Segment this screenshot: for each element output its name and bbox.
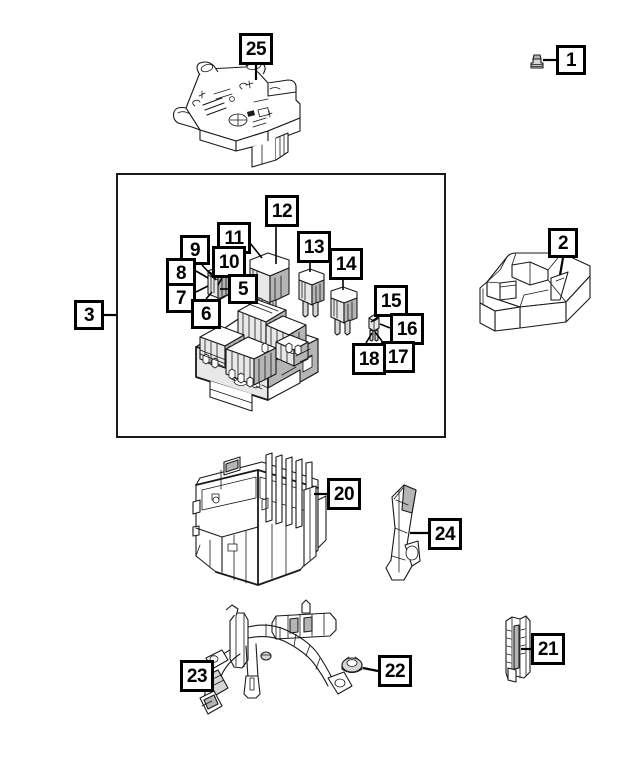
part-pdc-cover-top <box>172 60 301 168</box>
callout-6[interactable]: 6 <box>191 299 221 329</box>
callout-7-label: 7 <box>175 287 187 309</box>
callout-14-label: 14 <box>335 253 357 275</box>
part-screw-bolt <box>530 54 544 69</box>
callout-18[interactable]: 18 <box>352 343 386 375</box>
callout-5-label: 5 <box>237 278 249 300</box>
callout-16-label: 16 <box>396 318 418 340</box>
callout-24-label: 24 <box>434 523 456 545</box>
callout-1[interactable]: 1 <box>556 45 586 75</box>
callout-2-label: 2 <box>557 232 569 254</box>
callout-7[interactable]: 7 <box>166 283 196 313</box>
part-retainer-clip <box>505 615 531 683</box>
part-nut <box>341 656 363 674</box>
callout-5[interactable]: 5 <box>228 274 258 304</box>
callout-22-label: 22 <box>384 660 406 682</box>
callout-2[interactable]: 2 <box>548 228 578 258</box>
callout-21[interactable]: 21 <box>531 633 565 665</box>
callout-11-label: 11 <box>224 227 244 249</box>
callout-17-label: 17 <box>387 346 409 368</box>
part-mounting-bracket <box>385 484 421 581</box>
part-relay-mini-14 <box>330 286 358 336</box>
callout-17[interactable]: 17 <box>381 341 415 373</box>
part-pdc-housing <box>192 452 327 586</box>
callout-13[interactable]: 13 <box>297 231 331 263</box>
callout-25[interactable]: 25 <box>239 33 273 65</box>
callout-12[interactable]: 12 <box>265 195 299 227</box>
callout-9-label: 9 <box>189 239 201 261</box>
callout-24[interactable]: 24 <box>428 518 462 550</box>
callout-6-label: 6 <box>200 303 212 325</box>
callout-10-label: 10 <box>218 251 240 273</box>
part-pdc-cover-side <box>479 252 591 332</box>
callout-20-label: 20 <box>333 483 355 505</box>
part-fuse-block <box>195 299 319 412</box>
callout-20[interactable]: 20 <box>327 478 361 510</box>
callout-18-label: 18 <box>358 348 380 370</box>
callout-21-label: 21 <box>537 638 559 660</box>
callout-23[interactable]: 23 <box>180 660 214 692</box>
callout-3-label: 3 <box>83 304 95 326</box>
callout-14[interactable]: 14 <box>329 248 363 280</box>
callout-1-label: 1 <box>565 49 577 71</box>
callout-23-label: 23 <box>186 665 208 687</box>
part-battery-cable-wiring <box>199 599 353 715</box>
callout-25-label: 25 <box>245 38 267 60</box>
callout-15-label: 15 <box>380 290 402 312</box>
pdc-assembly-group-frame <box>116 173 446 438</box>
callout-8-label: 8 <box>175 262 187 284</box>
callout-22[interactable]: 22 <box>378 655 412 687</box>
callout-3[interactable]: 3 <box>74 300 104 330</box>
callout-13-label: 13 <box>303 236 325 258</box>
leader-lines <box>104 58 565 678</box>
callout-12-label: 12 <box>271 200 293 222</box>
